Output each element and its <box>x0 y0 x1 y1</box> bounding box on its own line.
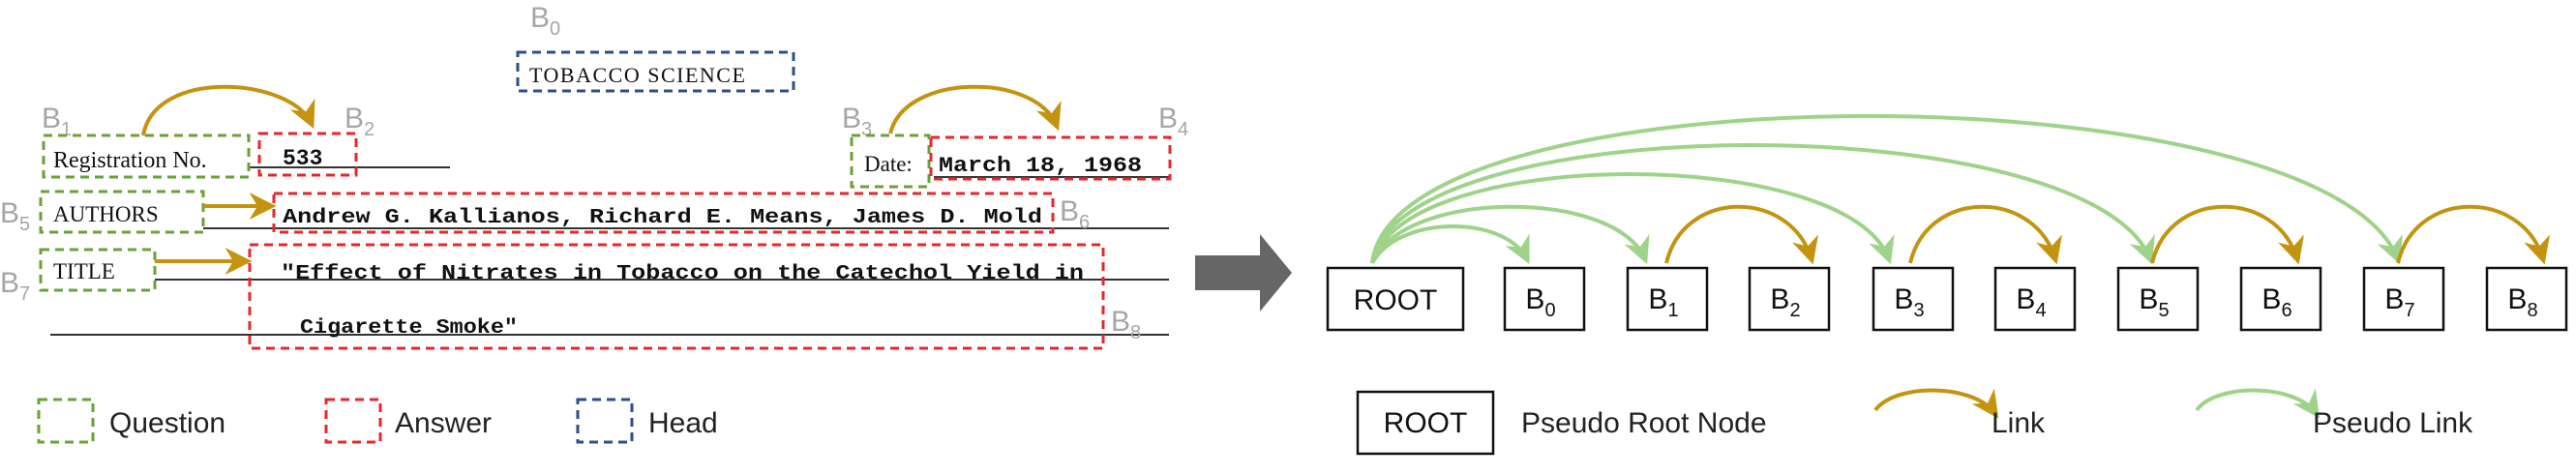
legend-link-sample <box>1873 388 1999 419</box>
tree-node-label-b7: B7 <box>2384 283 2414 321</box>
link-tree-b5-b6 <box>2150 204 2304 265</box>
box-label-b6: B6 <box>1060 195 1090 233</box>
pseudo-link-root-b0 <box>1370 224 1530 265</box>
legend-answer-swatch <box>324 398 382 444</box>
question-title: TITLE <box>53 259 115 283</box>
tree-node-b6 <box>2239 266 2322 332</box>
tree-node-b3 <box>1872 266 1955 332</box>
box-label-b7: B7 <box>0 267 30 305</box>
tree-node-label-b6: B6 <box>2261 283 2291 321</box>
answer-box-b8 <box>248 243 1105 350</box>
tree-node-label-b4: B4 <box>2016 283 2046 321</box>
legend-question-label: Question <box>109 407 225 439</box>
box-label-b5: B5 <box>0 197 30 235</box>
box-label-b0: B0 <box>530 2 560 40</box>
box-label-b3: B3 <box>842 103 872 140</box>
tree-node-b7 <box>2362 266 2445 332</box>
question-date: Date: <box>864 152 913 176</box>
tree-nodes: B0 B1 B2 B3 B4 B5 B6 B7 B8 <box>1503 266 2568 332</box>
box-label-b2: B2 <box>344 103 374 140</box>
tree-panel: ROOT B0 B1 B2 B3 B4 B5 B6 B7 B8 <box>1326 114 2568 332</box>
link-tree-b7-b8 <box>2396 204 2550 265</box>
legend-root-desc: Pseudo Root Node <box>1521 407 1767 439</box>
link-tree-b1-b2 <box>1664 204 1818 265</box>
question-box-b5 <box>39 190 205 234</box>
tree-node-b2 <box>1748 266 1831 332</box>
box-label-b8: B8 <box>1111 306 1141 343</box>
tree-node-label-b3: B3 <box>1894 283 1924 321</box>
answer-registration: 533 <box>283 146 322 171</box>
legend-pseudo-link-label: Pseudo Link <box>2313 407 2473 439</box>
tree-node-b1 <box>1626 266 1709 332</box>
head-text: TOBACCO SCIENCE <box>529 63 746 87</box>
pseudo-link-root-b1 <box>1370 204 1650 265</box>
question-box-b7 <box>39 248 157 292</box>
tree-node-label-b2: B2 <box>1770 283 1800 321</box>
question-box-b1 <box>42 134 251 179</box>
legend-root-box <box>1356 390 1495 456</box>
head-box-b0 <box>516 50 795 93</box>
legend-answer-label: Answer <box>395 407 492 439</box>
answer-title-line1: "Effect of Nitrates in Tobacco on the Ca… <box>281 263 1084 285</box>
legend-link-label: Link <box>1992 407 2046 439</box>
question-registration: Registration No. <box>53 148 207 173</box>
legend-question-swatch <box>37 398 95 444</box>
tree-node-b4 <box>1993 266 2077 332</box>
tree-node-label-b5: B5 <box>2139 283 2169 321</box>
tree-node-b8 <box>2485 266 2568 332</box>
tree-root-label: ROOT <box>1354 284 1438 316</box>
legend-root-box-label: ROOT <box>1384 407 1468 439</box>
transform-arrow <box>1195 234 1292 312</box>
box-label-b1: B1 <box>42 103 72 140</box>
legend-left: Question Answer Head <box>37 398 718 444</box>
link-b3-b4 <box>888 84 1062 134</box>
legend-head-label: Head <box>648 407 718 439</box>
link-tree-b3-b4 <box>1908 204 2062 265</box>
answer-date: March 18, 1968 <box>939 154 1142 178</box>
answer-authors: Andrew G. Kallianos, Richard E. Means, J… <box>283 207 1042 229</box>
legend-pseudo-link-sample <box>2195 388 2321 419</box>
tree-node-b5 <box>2116 266 2200 332</box>
document-panel: B0 TOBACCO SCIENCE B1 Registration No. B… <box>0 2 1188 350</box>
answer-box-b4 <box>929 135 1172 181</box>
legend-right: ROOT Pseudo Root Node Link Pseudo Link <box>1356 388 2473 456</box>
pseudo-link-root-b3 <box>1370 172 1895 265</box>
question-box-b3 <box>850 134 931 189</box>
tree-node-label-b0: B0 <box>1525 283 1555 321</box>
box-label-b4: B4 <box>1158 103 1188 140</box>
legend-head-swatch <box>576 398 634 444</box>
tree-node-label-b8: B8 <box>2507 283 2537 321</box>
tree-node-b0 <box>1503 266 1586 332</box>
question-authors: AUTHORS <box>53 202 159 226</box>
answer-box-b2 <box>257 132 358 177</box>
tree-node-label-b1: B1 <box>1648 283 1678 321</box>
answer-title-line2: Cigarette Smoke" <box>300 317 518 340</box>
pseudo-link-root-b5 <box>1370 143 2155 265</box>
tree-root-node <box>1326 266 1465 332</box>
link-b1-b2 <box>141 84 315 136</box>
pseudo-link-root-b7 <box>1370 114 2403 265</box>
